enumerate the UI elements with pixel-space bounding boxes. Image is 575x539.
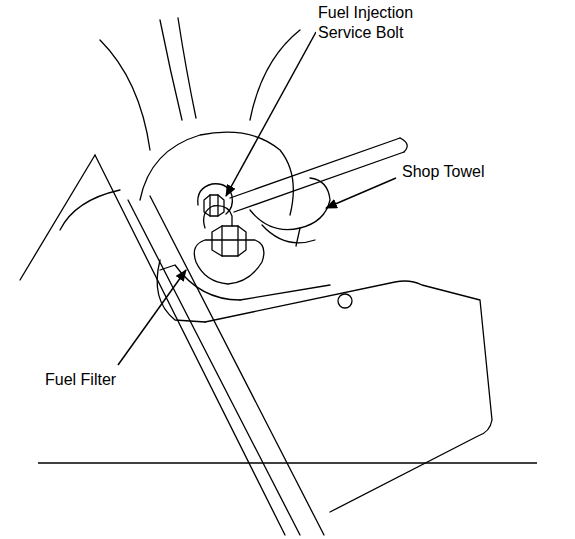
part-label: Shop Towel [400, 162, 486, 182]
part-label: Fuel Injection Service Bolt [316, 3, 450, 43]
part-label: Fuel Filter [43, 370, 118, 390]
